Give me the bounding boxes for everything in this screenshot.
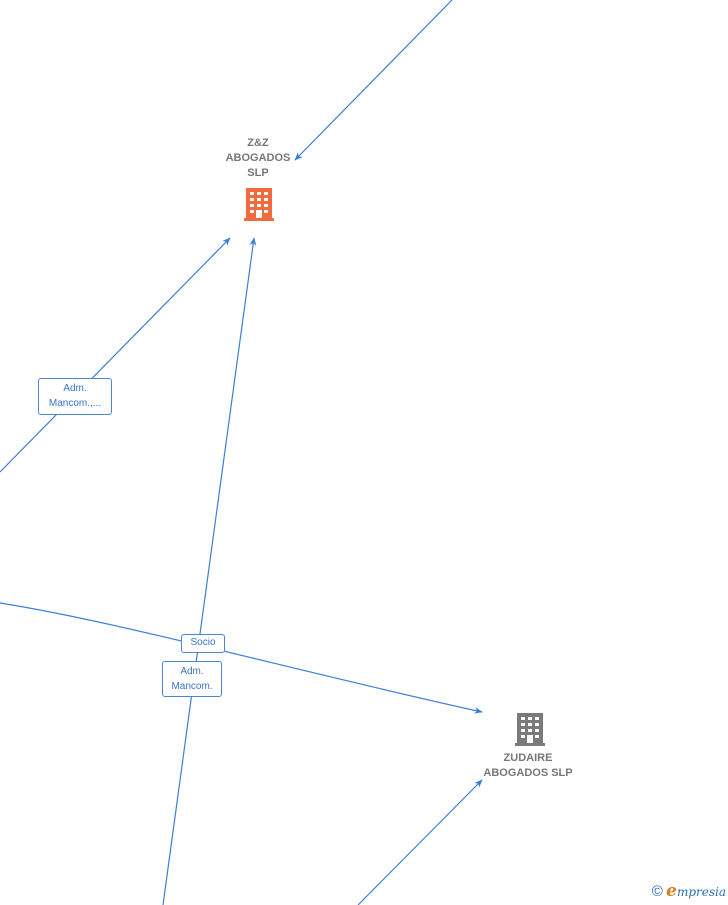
brand-name: mpresia (676, 885, 726, 899)
node-label-zudaire[interactable]: ZUDAIRE ABOGADOS SLP (470, 751, 586, 781)
copyright-icon: © (651, 883, 663, 900)
edge-bottom-to-zudaire[interactable] (357, 779, 483, 905)
edge-top-to-zz[interactable] (294, 0, 453, 161)
edge-label-adm-mancom[interactable]: Adm. Mancom. (162, 661, 222, 697)
building-icon[interactable] (244, 188, 274, 221)
edge-left-to-zz[interactable] (0, 237, 231, 473)
building-icon[interactable] (515, 713, 545, 746)
brand-initial: e (666, 881, 677, 901)
edge-label-adm-mancom[interactable]: Adm. Mancom.,... (38, 378, 112, 415)
edge-label-socio[interactable]: Socio (181, 634, 225, 653)
empresia-watermark: © empresia (652, 881, 726, 901)
node-label-zz[interactable]: Z&Z ABOGADOS SLP (214, 136, 302, 181)
node-label-line: ABOGADOS (225, 152, 291, 164)
edge-left-to-zudaire[interactable] (0, 602, 483, 714)
node-label-line: Z&Z (247, 137, 269, 149)
node-label-line: SLP (247, 167, 269, 179)
edge-bottom-to-zz[interactable] (162, 237, 257, 905)
node-label-line: ZUDAIRE (503, 752, 553, 764)
node-label-line: ABOGADOS SLP (483, 767, 573, 779)
